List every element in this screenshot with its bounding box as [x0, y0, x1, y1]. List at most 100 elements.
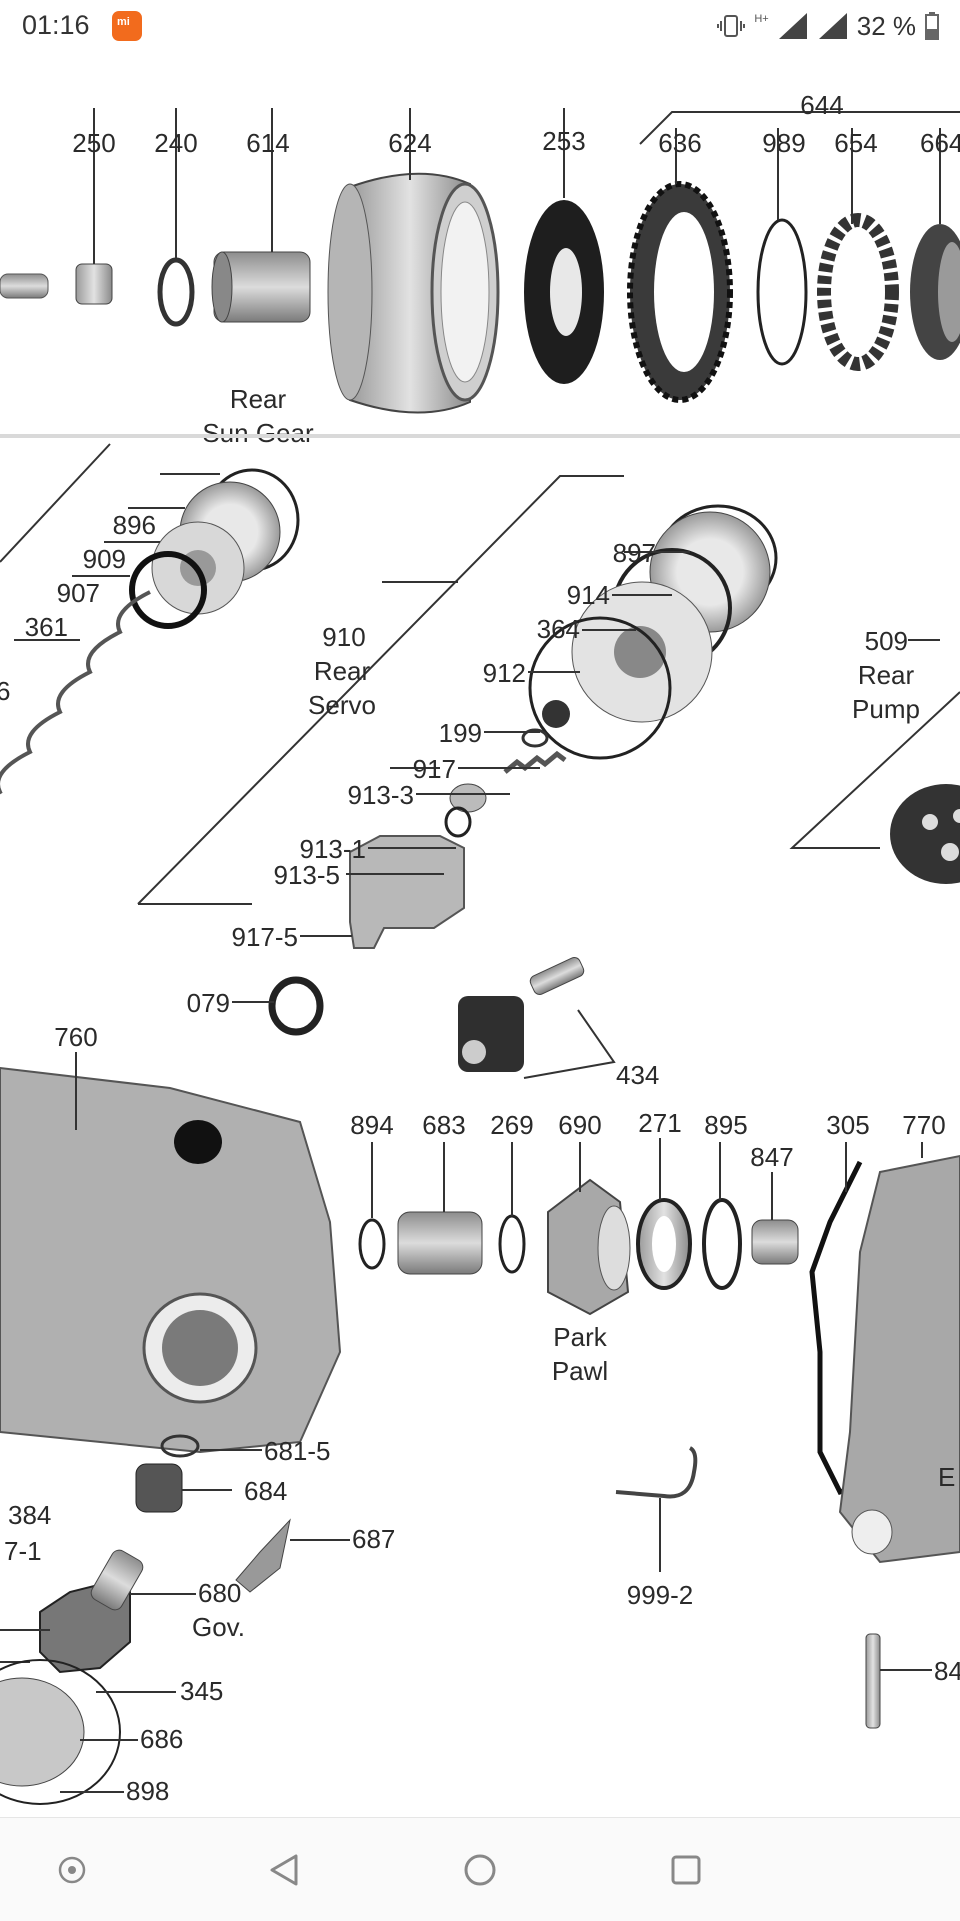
label-644: 644 — [800, 90, 843, 120]
part-84-speedo — [865, 1633, 881, 1729]
label-909: 909 — [83, 544, 126, 574]
part-240 — [157, 257, 195, 327]
label-989: 989 — [762, 128, 805, 158]
home-button[interactable] — [456, 1846, 504, 1894]
part-361 — [129, 551, 207, 629]
part-686 — [0, 1677, 85, 1787]
caption-rear-servo-1: Rear — [314, 656, 371, 686]
status-bar: 01:16 H+ 32 % — [0, 0, 960, 52]
label-684: 684 — [244, 1476, 287, 1506]
caption-rear-servo-2: Servo — [308, 690, 376, 720]
label-614: 614 — [246, 128, 289, 158]
label-917: 917 — [413, 754, 456, 784]
label-269: 269 — [490, 1110, 533, 1140]
assistant-button[interactable] — [48, 1846, 96, 1894]
label-999-2: 999-2 — [627, 1580, 694, 1610]
label-250: 250 — [72, 128, 115, 158]
part-847 — [751, 1219, 799, 1265]
label-361: 361 — [25, 612, 68, 642]
label-897: 897 — [613, 538, 656, 568]
part-999-2 — [615, 1446, 698, 1499]
transmission-parts-diagram: 250 240 614 624 253 636 989 654 664 644 … — [0, 90, 960, 1806]
part-345 — [0, 1659, 121, 1805]
label-364: 364 — [537, 614, 580, 644]
caption-rear-pump-2: Pump — [852, 694, 920, 724]
section-middle-parts: 896 909 907 361 6 910 Rear Servo 897 914… — [0, 443, 960, 952]
back-icon — [270, 1854, 298, 1886]
part-250 — [75, 263, 113, 305]
label-509: 509 — [865, 626, 908, 656]
shaft-part — [0, 273, 49, 299]
spring-part — [0, 590, 151, 795]
label-e: E — [938, 1462, 955, 1492]
status-icons: H+ 32 % — [716, 8, 940, 44]
label-680: 680 — [198, 1578, 241, 1608]
home-icon — [464, 1854, 496, 1886]
label-240: 240 — [154, 128, 197, 158]
part-770-extension-housing — [838, 1154, 960, 1564]
battery-percent: 32 % — [856, 10, 916, 41]
part-681-5 — [160, 1434, 200, 1458]
part-199 — [528, 616, 672, 760]
caption-rear-sun-gear-1: Rear — [230, 384, 287, 414]
label-917-5: 917-5 — [232, 922, 299, 952]
status-time: 01:16 — [22, 10, 90, 40]
part-913-3 — [521, 728, 549, 748]
battery-icon — [925, 12, 939, 40]
section-bottom-parts: 760 079 434 894 683 269 690 271 895 847 … — [0, 956, 960, 1806]
section-top-parts: 250 240 614 624 253 636 989 654 664 644 … — [0, 90, 960, 448]
caption-rear-pump-1: Rear — [858, 660, 915, 690]
parts-diagram-viewer[interactable]: 250 240 614 624 253 636 989 654 664 644 … — [0, 52, 960, 1817]
label-253: 253 — [542, 126, 585, 156]
label-913-3: 913-3 — [348, 780, 415, 810]
label-434: 434 — [616, 1060, 659, 1090]
label-654: 654 — [834, 128, 877, 158]
mi-app-icon — [112, 11, 142, 41]
label-895: 895 — [704, 1110, 747, 1140]
part-894 — [358, 1218, 386, 1270]
caption-park-pawl-1: Park — [553, 1322, 607, 1352]
part-917 — [542, 700, 570, 728]
label-681-5: 681-5 — [264, 1436, 331, 1466]
label-624: 624 — [388, 128, 431, 158]
label-896: 896 — [113, 510, 156, 540]
label-686: 686 — [140, 1724, 183, 1754]
part-683 — [397, 1211, 483, 1275]
label-636: 636 — [658, 128, 701, 158]
vibrate-icon — [717, 15, 746, 37]
back-button[interactable] — [260, 1846, 308, 1894]
network-type: H+ — [754, 13, 769, 25]
label-384: 384 — [8, 1500, 51, 1530]
part-895 — [702, 1198, 742, 1290]
label-894: 894 — [350, 1110, 393, 1140]
label-84: 84 — [934, 1656, 960, 1686]
signal-icon — [778, 13, 807, 39]
label-271: 271 — [638, 1108, 681, 1138]
part-917-5-bracket — [349, 835, 465, 949]
part-509-rear-pump — [890, 784, 960, 884]
part-305-gasket — [809, 1160, 871, 1496]
label-690: 690 — [558, 1110, 601, 1140]
part-913-5 — [444, 806, 472, 838]
recents-icon — [671, 1855, 701, 1885]
label-914: 914 — [567, 580, 610, 610]
part-269 — [498, 1214, 526, 1274]
label-913-1: 913-1 — [300, 834, 367, 864]
part-913-spring — [503, 750, 567, 774]
label-7-1: 7-1 — [4, 1536, 42, 1566]
label-305: 305 — [826, 1110, 869, 1140]
label-898: 898 — [126, 1776, 169, 1806]
label-664: 664 — [920, 128, 960, 158]
label-199: 199 — [439, 718, 482, 748]
assistant-icon — [58, 1856, 86, 1884]
label-683: 683 — [422, 1110, 465, 1140]
label-907: 907 — [57, 578, 100, 608]
recents-button[interactable] — [662, 1846, 710, 1894]
label-345: 345 — [180, 1676, 223, 1706]
label-687: 687 — [352, 1524, 395, 1554]
label-760: 760 — [54, 1022, 97, 1052]
label-912: 912 — [483, 658, 526, 688]
caption-park-pawl-2: Pawl — [552, 1356, 608, 1386]
part-654-sprag — [817, 213, 899, 371]
part-684 — [135, 1463, 183, 1513]
